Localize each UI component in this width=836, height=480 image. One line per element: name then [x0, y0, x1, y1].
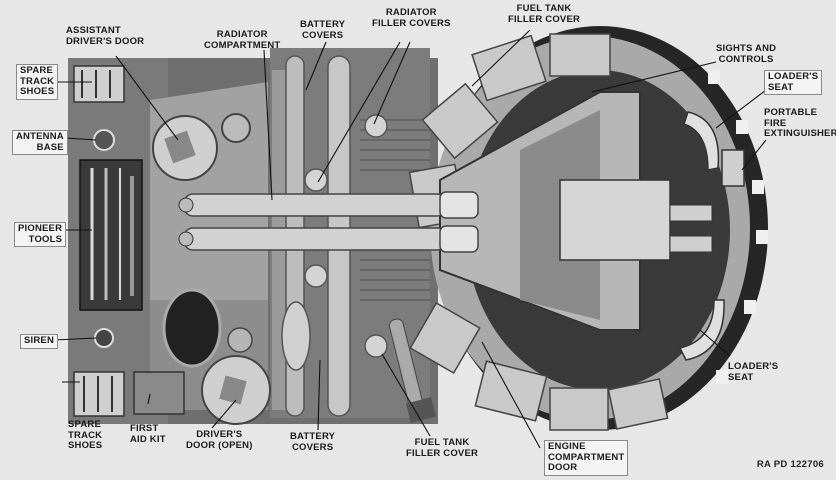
- label-fuel-tank-filler-cover-bottom: FUEL TANK FILLER COVER: [406, 437, 479, 459]
- loaders-seat-top-part: [683, 111, 720, 171]
- label-battery-covers-top: BATTERY COVERS: [300, 19, 346, 41]
- label-loaders-seat-top: LOADER'S SEAT: [764, 70, 823, 95]
- label-sights-and-controls: SIGHTS AND CONTROLS: [716, 43, 777, 65]
- hatches: [152, 113, 271, 425]
- label-spare-track-shoes-top: SPARE TRACK SHOES: [16, 64, 59, 100]
- leader-lines: [53, 29, 767, 449]
- label-siren: SIREN: [20, 334, 59, 349]
- label-pioneer-tools: PIONEER TOOLS: [14, 222, 67, 247]
- reference-number: RA PD 122706: [756, 459, 824, 470]
- front-hull-plate: [150, 82, 268, 300]
- twin-guns: [178, 191, 479, 253]
- label-drivers-door-open: DRIVER'S DOOR (OPEN): [186, 429, 253, 451]
- left-stowage: [73, 65, 185, 417]
- label-battery-covers-bottom: BATTERY COVERS: [290, 431, 336, 453]
- label-engine-compartment-door: ENGINE COMPARTMENT DOOR: [544, 440, 629, 476]
- label-radiator-compartment: RADIATOR COMPARTMENT: [204, 29, 281, 51]
- label-fuel-tank-filler-cover-top: FUEL TANK FILLER COVER: [508, 3, 581, 25]
- first-aid-kit-part: [133, 371, 185, 415]
- label-spare-track-shoes-bottom: SPARE TRACK SHOES: [68, 419, 103, 451]
- gun-barrel-upper: [183, 193, 447, 217]
- gun-barrel-lower: [183, 227, 447, 251]
- label-assistant-drivers-door: ASSISTANT DRIVER'S DOOR: [66, 25, 145, 47]
- siren-part: [94, 328, 114, 348]
- label-first-aid-kit: FIRST AID KIT: [130, 423, 166, 445]
- label-loaders-seat-bottom: LOADER'S SEAT: [728, 361, 779, 383]
- turret: [408, 26, 768, 431]
- loaders-seat-bottom-part: [678, 299, 725, 361]
- label-radiator-filler-covers: RADIATOR FILLER COVERS: [372, 7, 451, 29]
- driver-hatch-opening: [162, 288, 222, 368]
- label-antenna-base: ANTENNA BASE: [12, 130, 68, 155]
- fuel-filler-cap: [364, 334, 388, 358]
- fire-extinguisher-part: [721, 149, 745, 187]
- sights-and-controls-part: [559, 179, 671, 261]
- label-portable-fire-extinguisher: PORTABLE FIRE EXTINGUISHER: [764, 107, 836, 139]
- muffler: [281, 301, 311, 371]
- antenna-base-part: [93, 129, 115, 151]
